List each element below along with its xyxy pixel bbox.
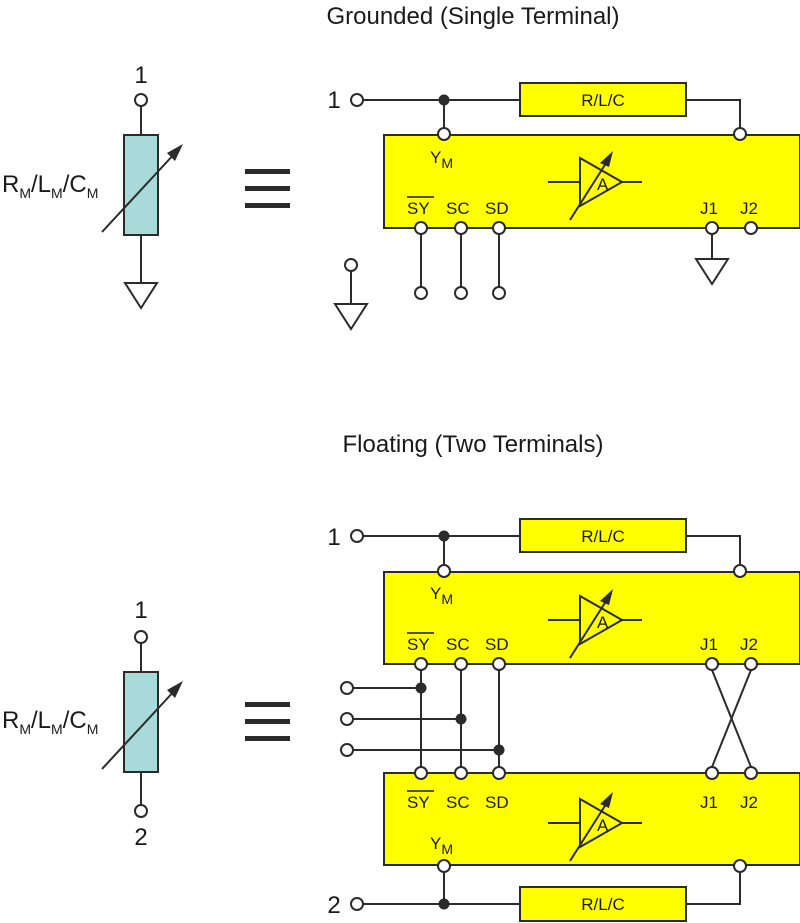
module-terminal <box>733 564 747 578</box>
terminal-1-label: 1 <box>134 62 147 89</box>
sc-pin-label: SC <box>446 793 470 812</box>
ground-terminal <box>344 258 358 272</box>
node-1-terminal <box>350 93 364 107</box>
crossed-wire <box>711 669 752 768</box>
sy-open-terminal <box>414 286 428 300</box>
variable-resistor-body <box>123 134 159 236</box>
junction-dot <box>455 713 467 725</box>
sc-pin-label: SC <box>446 199 470 218</box>
svg-text:A: A <box>597 175 609 194</box>
sc-terminal <box>454 221 468 235</box>
junction-dot <box>493 744 505 756</box>
ym-terminal <box>437 127 451 141</box>
variable-impedance-symbol-grounded: 1 <box>101 62 183 310</box>
amplifier-module-lower <box>383 772 800 866</box>
variable-amplifier-icon: A <box>548 589 642 659</box>
node-1-terminal <box>350 529 364 543</box>
sc-terminal <box>454 766 468 780</box>
arrow-head <box>167 144 183 161</box>
rlc-label: R/L/C <box>581 895 624 914</box>
symbol-label-floating: RM/LM/CM <box>2 707 98 737</box>
rlc-label: R/L/C <box>581 527 624 546</box>
floating-title: Floating (Two Terminals) <box>343 431 604 458</box>
variable-impedance-symbol-floating: 1 2 <box>101 597 183 851</box>
terminal-1-label: 1 <box>134 597 147 624</box>
sc-terminal <box>454 657 468 671</box>
ym-terminal <box>437 859 451 873</box>
rlc-box <box>519 886 687 922</box>
ym-label: YM <box>430 584 453 607</box>
arrow-head <box>167 681 183 698</box>
sd-terminal <box>492 657 506 671</box>
ym-terminal <box>437 564 451 578</box>
ground-icon <box>333 303 369 331</box>
sd-pin-label: SD <box>485 793 509 812</box>
variable-amplifier-icon: A <box>548 151 642 221</box>
terminal-1 <box>134 93 148 107</box>
j2-terminal <box>744 657 758 671</box>
ym-label: YM <box>430 148 453 171</box>
ym-label: YM <box>430 834 453 857</box>
terminal-1 <box>134 630 148 644</box>
ground-icon <box>123 282 159 310</box>
variable-arrow <box>101 151 177 233</box>
sd-pin-label: SD <box>485 199 509 218</box>
j2-terminal <box>744 221 758 235</box>
j1-terminal <box>705 766 719 780</box>
j1-terminal <box>705 221 719 235</box>
j2-pin-label: J2 <box>740 199 758 218</box>
sy-pin-label: SY <box>407 635 430 654</box>
node-2-terminal <box>350 897 364 911</box>
sd-pin-label: SD <box>485 635 509 654</box>
sc-open-terminal <box>454 286 468 300</box>
j1-pin-label: J1 <box>700 793 718 812</box>
grounded-title: Grounded (Single Terminal) <box>326 3 619 30</box>
symbol-label-grounded: RM/LM/CM <box>2 171 98 201</box>
sy-input-terminal <box>340 681 354 695</box>
variable-amplifier-icon: A <box>548 792 642 862</box>
sy-terminal <box>414 221 428 235</box>
junction-dot <box>415 682 427 694</box>
j2-terminal <box>744 766 758 780</box>
junction-dot <box>438 898 450 910</box>
equivalence-icon <box>245 702 290 741</box>
j1-pin-label: J1 <box>700 635 718 654</box>
sd-open-terminal <box>492 286 506 300</box>
svg-text:A: A <box>597 816 609 835</box>
j2-pin-label: J2 <box>740 635 758 654</box>
node-2-label: 2 <box>327 892 340 919</box>
j2-pin-label: J2 <box>740 793 758 812</box>
variable-resistor-body <box>123 671 159 773</box>
amplifier-module-upper <box>383 571 800 665</box>
node-1-label: 1 <box>327 524 340 551</box>
sd-terminal <box>492 221 506 235</box>
sy-terminal <box>414 766 428 780</box>
wire <box>686 99 741 128</box>
ground-icon <box>694 258 730 286</box>
terminal-2 <box>134 804 148 818</box>
sy-pin-label: SY <box>407 199 430 218</box>
terminal-2-label: 2 <box>134 824 147 851</box>
svg-text:A: A <box>597 613 609 632</box>
j1-terminal <box>705 657 719 671</box>
rlc-label: R/L/C <box>581 91 624 110</box>
module-terminal <box>733 859 747 873</box>
j1-pin-label: J1 <box>700 199 718 218</box>
sd-input-terminal <box>340 743 354 757</box>
equivalence-icon <box>245 169 290 208</box>
module-terminal <box>733 127 747 141</box>
node-1-label: 1 <box>327 87 340 114</box>
sc-pin-label: SC <box>446 635 470 654</box>
sc-input-terminal <box>340 712 354 726</box>
rlc-box <box>519 518 687 553</box>
sy-pin-label: SY <box>407 793 430 812</box>
sy-terminal <box>414 657 428 671</box>
sd-terminal <box>492 766 506 780</box>
